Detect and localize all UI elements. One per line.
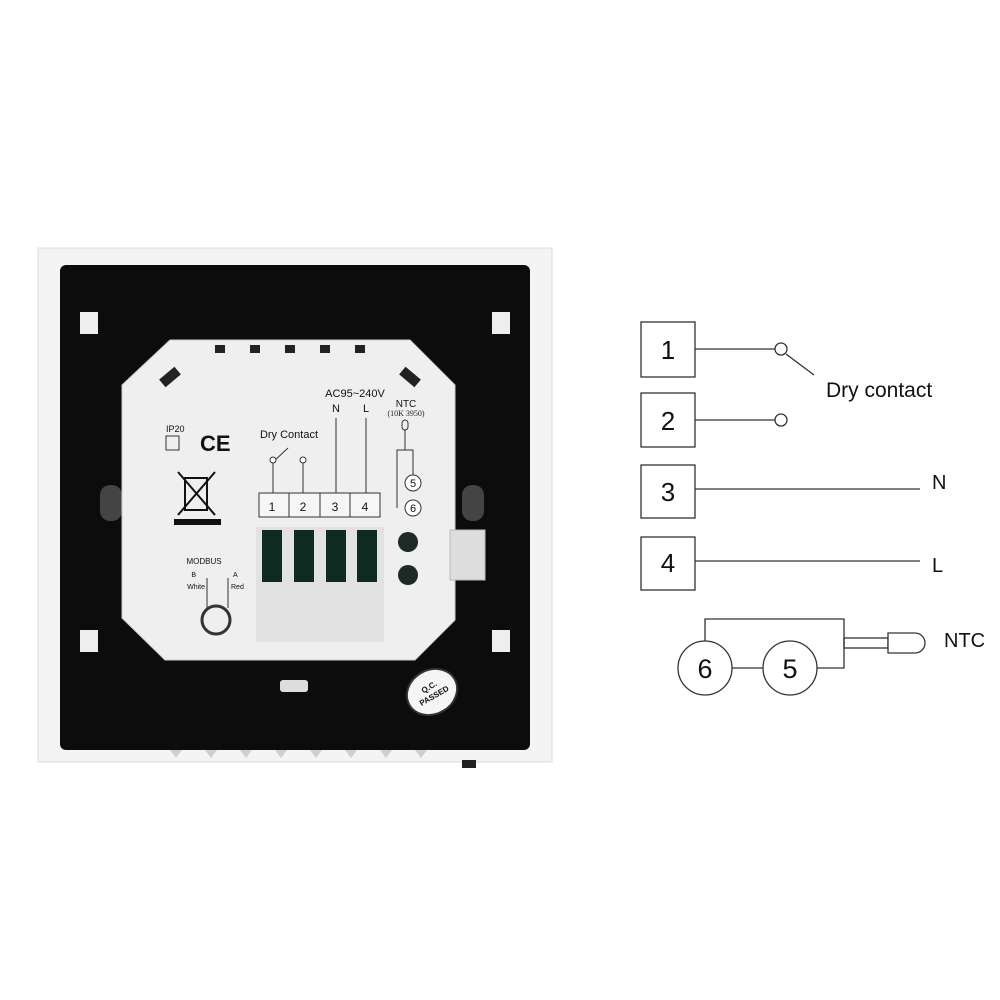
modbus-port	[200, 578, 232, 636]
ntc-spec: (10K 3950)	[387, 409, 424, 418]
modbus-label: MODBUS	[186, 557, 221, 566]
neutral-text: N	[932, 472, 946, 494]
ac-voltage-label: AC95~240V	[325, 388, 385, 400]
live-text: L	[932, 555, 943, 577]
qc-passed-sticker: Q.C. PASSED	[405, 667, 459, 717]
weee-bin-icon	[174, 471, 221, 525]
circle-5-label: 5	[782, 654, 797, 684]
terminal-3: 3	[332, 500, 339, 514]
mounting-clips	[80, 312, 510, 692]
ntc-circle-5	[762, 640, 818, 696]
dry-contact-text: Dry contact	[826, 379, 932, 402]
box-3	[640, 464, 696, 519]
box-4	[640, 536, 696, 591]
device-wiring-lines	[269, 418, 414, 508]
ntc-label: NTC	[396, 399, 417, 410]
terminal-1: 1	[269, 500, 276, 514]
box-4-label: 4	[661, 548, 675, 578]
box-3-label: 3	[661, 477, 675, 507]
terminal-labels: 1 2 3 4 5 6	[258, 474, 422, 518]
ntc-circle-6	[677, 640, 733, 696]
ce-mark: CE	[200, 431, 231, 456]
ip-box-icon	[165, 435, 180, 451]
ntc-text: NTC	[944, 630, 985, 652]
thermostat-back-view: IP20 CE Dry Contact AC95~240V N L NTC (1…	[37, 247, 553, 768]
modbus-a: A	[233, 572, 238, 579]
l-label: L	[363, 403, 369, 415]
terminal-6: 6	[410, 503, 416, 515]
box-1-label: 1	[661, 335, 675, 365]
ip-rating: IP20	[166, 424, 185, 434]
wiring-diagram	[640, 321, 926, 696]
box-2-label: 2	[661, 406, 675, 436]
diagram-labels: 1 2 3 4 Dry contact N L NTC 6 5	[661, 335, 985, 684]
circle-6-label: 6	[697, 654, 712, 684]
bottom-vents	[170, 750, 427, 758]
terminal-2: 2	[300, 500, 307, 514]
screw-terminals	[256, 527, 486, 642]
modbus-red: Red	[231, 584, 244, 591]
modbus-white: White	[187, 584, 205, 591]
terminal-4: 4	[362, 500, 369, 514]
dry-contact-label: Dry Contact	[260, 429, 318, 441]
ntc-probe-icon	[843, 637, 889, 649]
n-label: N	[332, 403, 340, 415]
modbus-b: B	[191, 572, 196, 579]
terminal-5: 5	[410, 478, 416, 490]
box-1	[640, 321, 696, 378]
